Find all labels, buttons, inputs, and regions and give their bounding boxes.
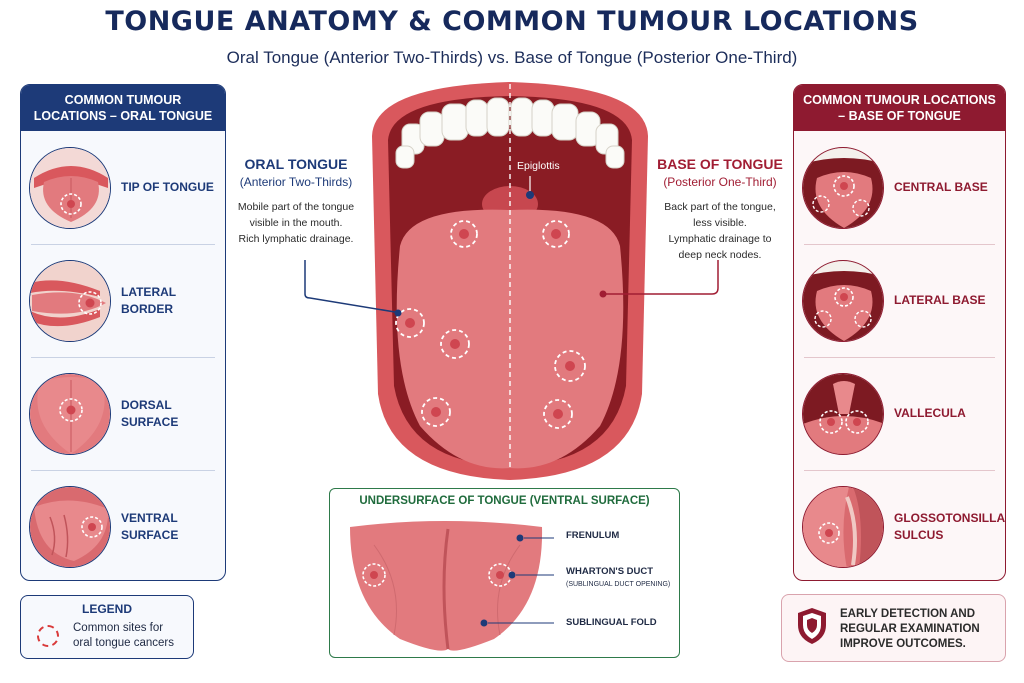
- lateral-base-illustration: [802, 259, 884, 342]
- dorsal-surface-illustration: [29, 372, 111, 455]
- page-title: TONGUE ANATOMY & COMMON TUMOUR LOCATIONS: [105, 6, 919, 37]
- epiglottis-label: Epiglottis: [517, 160, 560, 172]
- divider: [31, 357, 215, 358]
- upper-teeth: [395, 97, 625, 169]
- oral-tongue-subtitle: (Anterior Two-Thirds): [239, 175, 353, 189]
- legend: LEGEND Common sites for oral tongue canc…: [20, 595, 194, 659]
- dorsal-surface-label: DORSAL SURFACE: [121, 397, 179, 429]
- undersurface-title: UNDERSURFACE OF TONGUE (VENTRAL SURFACE): [359, 495, 650, 507]
- oral-tongue-description: Mobile part of the tongue visible in the…: [237, 201, 355, 245]
- divider: [804, 357, 995, 358]
- divider: [31, 470, 215, 471]
- lateral-border-label: LATERAL BORDER: [121, 284, 176, 316]
- open-mouth-diagram: [372, 82, 648, 480]
- dashed-circle-marker-icon: [37, 625, 59, 647]
- location-vallecula[interactable]: VALLECULA: [794, 357, 1005, 470]
- epiglottis-pointer-dot: [526, 191, 534, 199]
- early-detection-callout: EARLY DETECTION AND REGULAR EXAMINATION …: [781, 594, 1006, 662]
- oral-tongue-title: ORAL TONGUE: [244, 156, 348, 172]
- leader-lines: [304, 260, 719, 317]
- glossotonsillar-sulcus-label: GLOSSOTONSILLAR SULCUS: [894, 510, 1006, 542]
- frenulum-label: FRENULUM: [566, 530, 620, 541]
- whartons-duct-label: WHARTON'S DUCT: [566, 566, 654, 577]
- central-base-illustration: [802, 146, 884, 229]
- vallecula-illustration: [802, 372, 884, 455]
- tip-of-tongue-label: TIP OF TONGUE: [121, 180, 214, 194]
- tip-of-tongue-illustration: [29, 146, 111, 229]
- legend-text: Common sites for oral tongue cancers: [73, 622, 175, 649]
- oral-panel-heading: COMMON TUMOUR LOCATIONS – ORAL TONGUE: [21, 85, 225, 131]
- location-tip-of-tongue[interactable]: TIP OF TONGUE: [21, 131, 225, 244]
- callout-text: EARLY DETECTION AND REGULAR EXAMINATION …: [840, 608, 980, 650]
- page-subtitle: Oral Tongue (Anterior Two-Thirds) vs. Ba…: [226, 48, 798, 67]
- base-panel-heading: COMMON TUMOUR LOCATIONS – BASE OF TONGUE: [794, 85, 1005, 131]
- base-tongue-locations-panel: COMMON TUMOUR LOCATIONS – BASE OF TONGUE…: [793, 84, 1006, 581]
- ventral-surface-label: VENTRAL SURFACE: [121, 510, 179, 542]
- location-dorsal-surface[interactable]: DORSAL SURFACE: [21, 357, 225, 470]
- divider: [804, 244, 995, 245]
- base-tongue-title: BASE OF TONGUE: [657, 156, 783, 172]
- undersurface-panel: UNDERSURFACE OF TONGUE (VENTRAL SURFACE)…: [329, 488, 680, 658]
- tumour-markers: [395, 220, 586, 429]
- lateral-base-label: LATERAL BASE: [894, 293, 986, 307]
- base-tongue-description: Back part of the tongue, less visible. L…: [664, 201, 776, 261]
- location-central-base[interactable]: CENTRAL BASE: [794, 131, 1005, 244]
- vallecula-label: VALLECULA: [894, 406, 966, 420]
- legend-heading: LEGEND: [81, 602, 132, 616]
- undersurface-illustration: [350, 521, 554, 651]
- divider: [804, 470, 995, 471]
- glossotonsillar-sulcus-illustration: [802, 485, 884, 568]
- lateral-border-illustration: [29, 259, 111, 342]
- divider: [31, 244, 215, 245]
- ventral-surface-illustration: [29, 485, 111, 568]
- location-glossotonsillar-sulcus[interactable]: GLOSSOTONSILLAR SULCUS: [794, 470, 1006, 580]
- central-base-label: CENTRAL BASE: [894, 180, 988, 194]
- location-ventral-surface[interactable]: VENTRAL SURFACE: [21, 470, 225, 580]
- oral-tongue-label-block: ORAL TONGUE (Anterior Two-Thirds) Mobile…: [234, 156, 358, 247]
- shield-icon: [798, 608, 826, 644]
- base-tongue-subtitle: (Posterior One-Third): [663, 175, 777, 189]
- oral-tongue-locations-panel: COMMON TUMOUR LOCATIONS – ORAL TONGUE TI…: [20, 84, 226, 581]
- sublingual-fold-label: SUBLINGUAL FOLD: [566, 617, 657, 628]
- location-lateral-border[interactable]: LATERAL BORDER: [21, 244, 225, 357]
- base-tongue-label-block: BASE OF TONGUE (Posterior One-Third) Bac…: [650, 156, 790, 263]
- location-lateral-base[interactable]: LATERAL BASE: [794, 244, 1005, 357]
- whartons-duct-sublabel: (SUBLINGUAL DUCT OPENING): [566, 581, 671, 588]
